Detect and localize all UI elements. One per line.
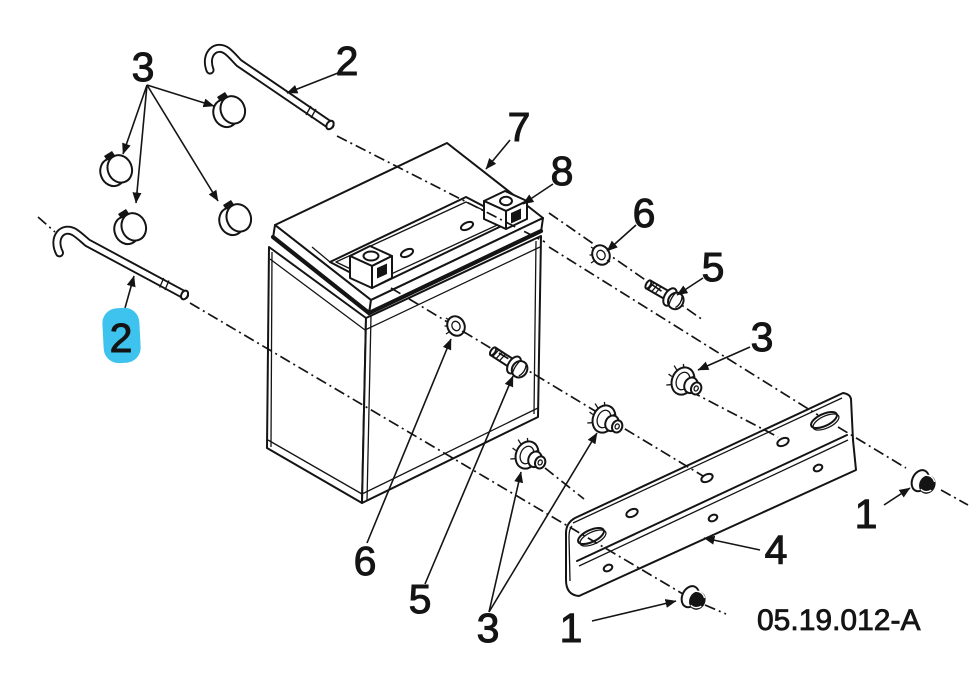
callout-highlight [102,307,141,364]
callout-labels: 3 2 7 8 6 5 3 1 4 1 3 5 6 2 [102,38,878,652]
callout-1-bottom[interactable]: 1 [559,605,583,652]
callout-2-left: 2 [110,315,133,361]
part-bolt [640,274,689,314]
callout-5-bottom[interactable]: 5 [408,576,432,623]
part-grommet [95,150,138,191]
callout-leader-lines [122,72,911,622]
part-grommet [661,359,709,403]
callout-1-right[interactable]: 1 [854,491,878,538]
callout-3-right[interactable]: 3 [750,314,774,361]
part-grommet [582,397,630,441]
part-washer [588,241,614,269]
battery-vent [459,220,475,232]
callout-2-top[interactable]: 2 [335,38,359,85]
part-grommet [208,91,251,132]
callout-3-top-left[interactable]: 3 [131,44,155,91]
callout-6-right[interactable]: 6 [632,190,656,237]
callout-6-bottom[interactable]: 6 [353,538,377,585]
callout-7[interactable]: 7 [507,104,531,151]
battery-terminal-left [349,245,393,289]
assembly-axis-lines [37,135,969,615]
part-nut [677,582,711,615]
diagram-code: 05.19.012-A [757,604,920,637]
callout-8[interactable]: 8 [550,148,574,195]
part-grommet [505,433,553,477]
battery-vent [399,247,415,259]
callout-4[interactable]: 4 [764,527,788,574]
callout-2-left-highlighted[interactable]: 2 [102,307,142,364]
callout-3-bottom[interactable]: 3 [476,605,500,652]
part-bracket [565,392,857,597]
callout-5-right[interactable]: 5 [701,244,725,291]
part-battery [266,142,544,504]
part-grommet [109,208,152,249]
part-grommet [214,199,257,240]
part-nut [907,466,941,499]
